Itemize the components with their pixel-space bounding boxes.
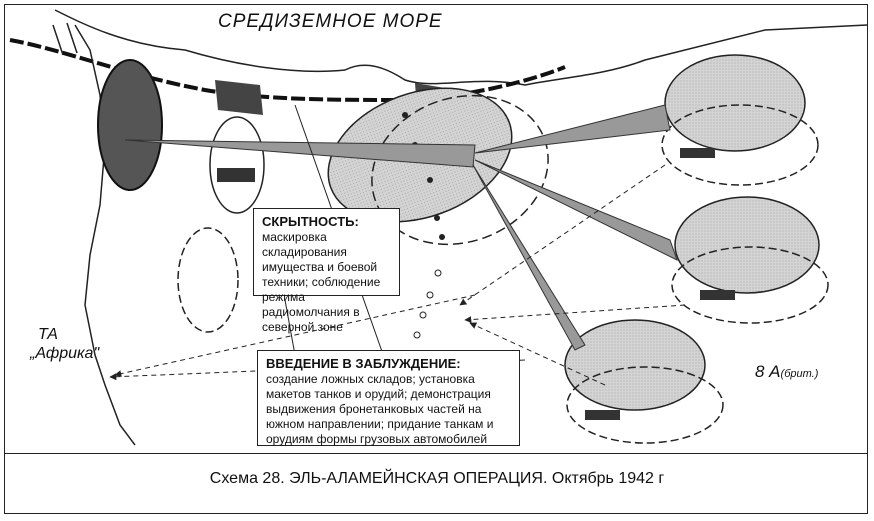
axis-army-label: ТА „Африка" bbox=[30, 325, 99, 363]
allied-army-name: 8 А bbox=[755, 362, 781, 381]
diagram-frame bbox=[4, 4, 868, 514]
allied-army-note: (брит.) bbox=[780, 368, 819, 380]
concealment-title: СКРЫТНОСТЬ: bbox=[262, 214, 359, 229]
allied-group-2 bbox=[671, 196, 829, 324]
allied-army-label: 8 А(брит.) bbox=[755, 362, 818, 382]
concealment-note: СКРЫТНОСТЬ: маскировка складирования иму… bbox=[253, 208, 400, 334]
allied-group-3 bbox=[564, 319, 724, 444]
sea-label: СРЕДИЗЕМНОЕ МОРЕ bbox=[218, 11, 443, 32]
axis-army-label-line2: „Африка" bbox=[30, 345, 100, 362]
caption-divider bbox=[5, 453, 867, 454]
concealment-text: маскировка складирования имущества и бое… bbox=[262, 230, 381, 334]
front-line bbox=[74, 24, 136, 446]
figure-caption: Схема 28. ЭЛЬ-АЛАМЕЙНСКАЯ ОПЕРАЦИЯ. Октя… bbox=[209, 470, 665, 487]
coastline bbox=[54, 9, 867, 86]
axis-position bbox=[97, 59, 163, 191]
allied-group-1 bbox=[661, 54, 819, 186]
truck-zone bbox=[209, 116, 265, 214]
dummy-zone bbox=[177, 227, 239, 333]
deception-note: ВВЕДЕНИЕ В ЗАБЛУЖДЕНИЕ: создание ложных … bbox=[257, 350, 520, 446]
battle-map bbox=[9, 9, 867, 446]
axis-army-label-line1: ТА bbox=[38, 326, 58, 343]
depot bbox=[215, 80, 263, 115]
deception-text: создание ложных складов; установка макет… bbox=[266, 372, 494, 446]
railway bbox=[9, 38, 566, 103]
deception-title: ВВЕДЕНИЕ В ЗАБЛУЖДЕНИЕ: bbox=[266, 356, 461, 371]
